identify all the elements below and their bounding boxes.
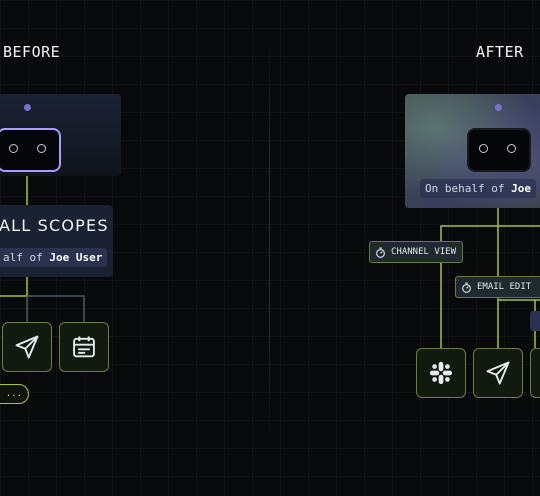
before-send-tile bbox=[2, 322, 52, 372]
after-send-tile bbox=[473, 348, 523, 398]
before-heading: BEFORE bbox=[3, 43, 61, 61]
after-agent-robot-icon bbox=[467, 128, 531, 172]
robot-eye-right bbox=[507, 144, 516, 153]
robot-eye-left bbox=[9, 144, 18, 153]
after-slack-tile bbox=[416, 348, 466, 398]
channel-view-scope-chip: CHANNEL VIEW bbox=[369, 241, 464, 263]
calendar-icon bbox=[73, 336, 95, 358]
email-edit-label: EMAIL EDIT bbox=[477, 282, 532, 292]
before-behalf-prefix: alf of bbox=[3, 251, 43, 264]
channel-view-label: CHANNEL VIEW bbox=[391, 247, 457, 257]
send-icon bbox=[486, 361, 510, 385]
before-pending-pill: e ... bbox=[0, 384, 29, 404]
slack-icon bbox=[429, 361, 453, 385]
stopwatch-icon bbox=[376, 247, 385, 258]
robot-eye-right bbox=[37, 144, 46, 153]
after-on-behalf-label: On behalf of Joe bbox=[420, 179, 536, 198]
send-icon bbox=[15, 335, 39, 359]
after-heading: AFTER bbox=[476, 43, 524, 61]
stopwatch-icon bbox=[462, 282, 471, 293]
robot-eye-left bbox=[479, 144, 488, 153]
all-scopes-title: ALL SCOPES bbox=[0, 216, 109, 235]
before-on-behalf-label: alf of Joe User bbox=[0, 248, 108, 267]
after-partial-tile bbox=[530, 348, 540, 398]
before-agent-robot-icon bbox=[0, 128, 61, 172]
after-agent-antenna-dot bbox=[495, 104, 502, 111]
email-edit-scope-chip: EMAIL EDIT bbox=[455, 276, 540, 298]
before-behalf-user: Joe User bbox=[49, 251, 103, 264]
comparison-divider bbox=[269, 40, 270, 440]
after-behalf-user: Joe bbox=[511, 182, 531, 195]
after-behalf-prefix: On behalf of bbox=[425, 182, 505, 195]
partial-scope-chip bbox=[530, 311, 540, 331]
before-calendar-tile bbox=[59, 322, 109, 372]
before-agent-antenna-dot bbox=[24, 104, 31, 111]
